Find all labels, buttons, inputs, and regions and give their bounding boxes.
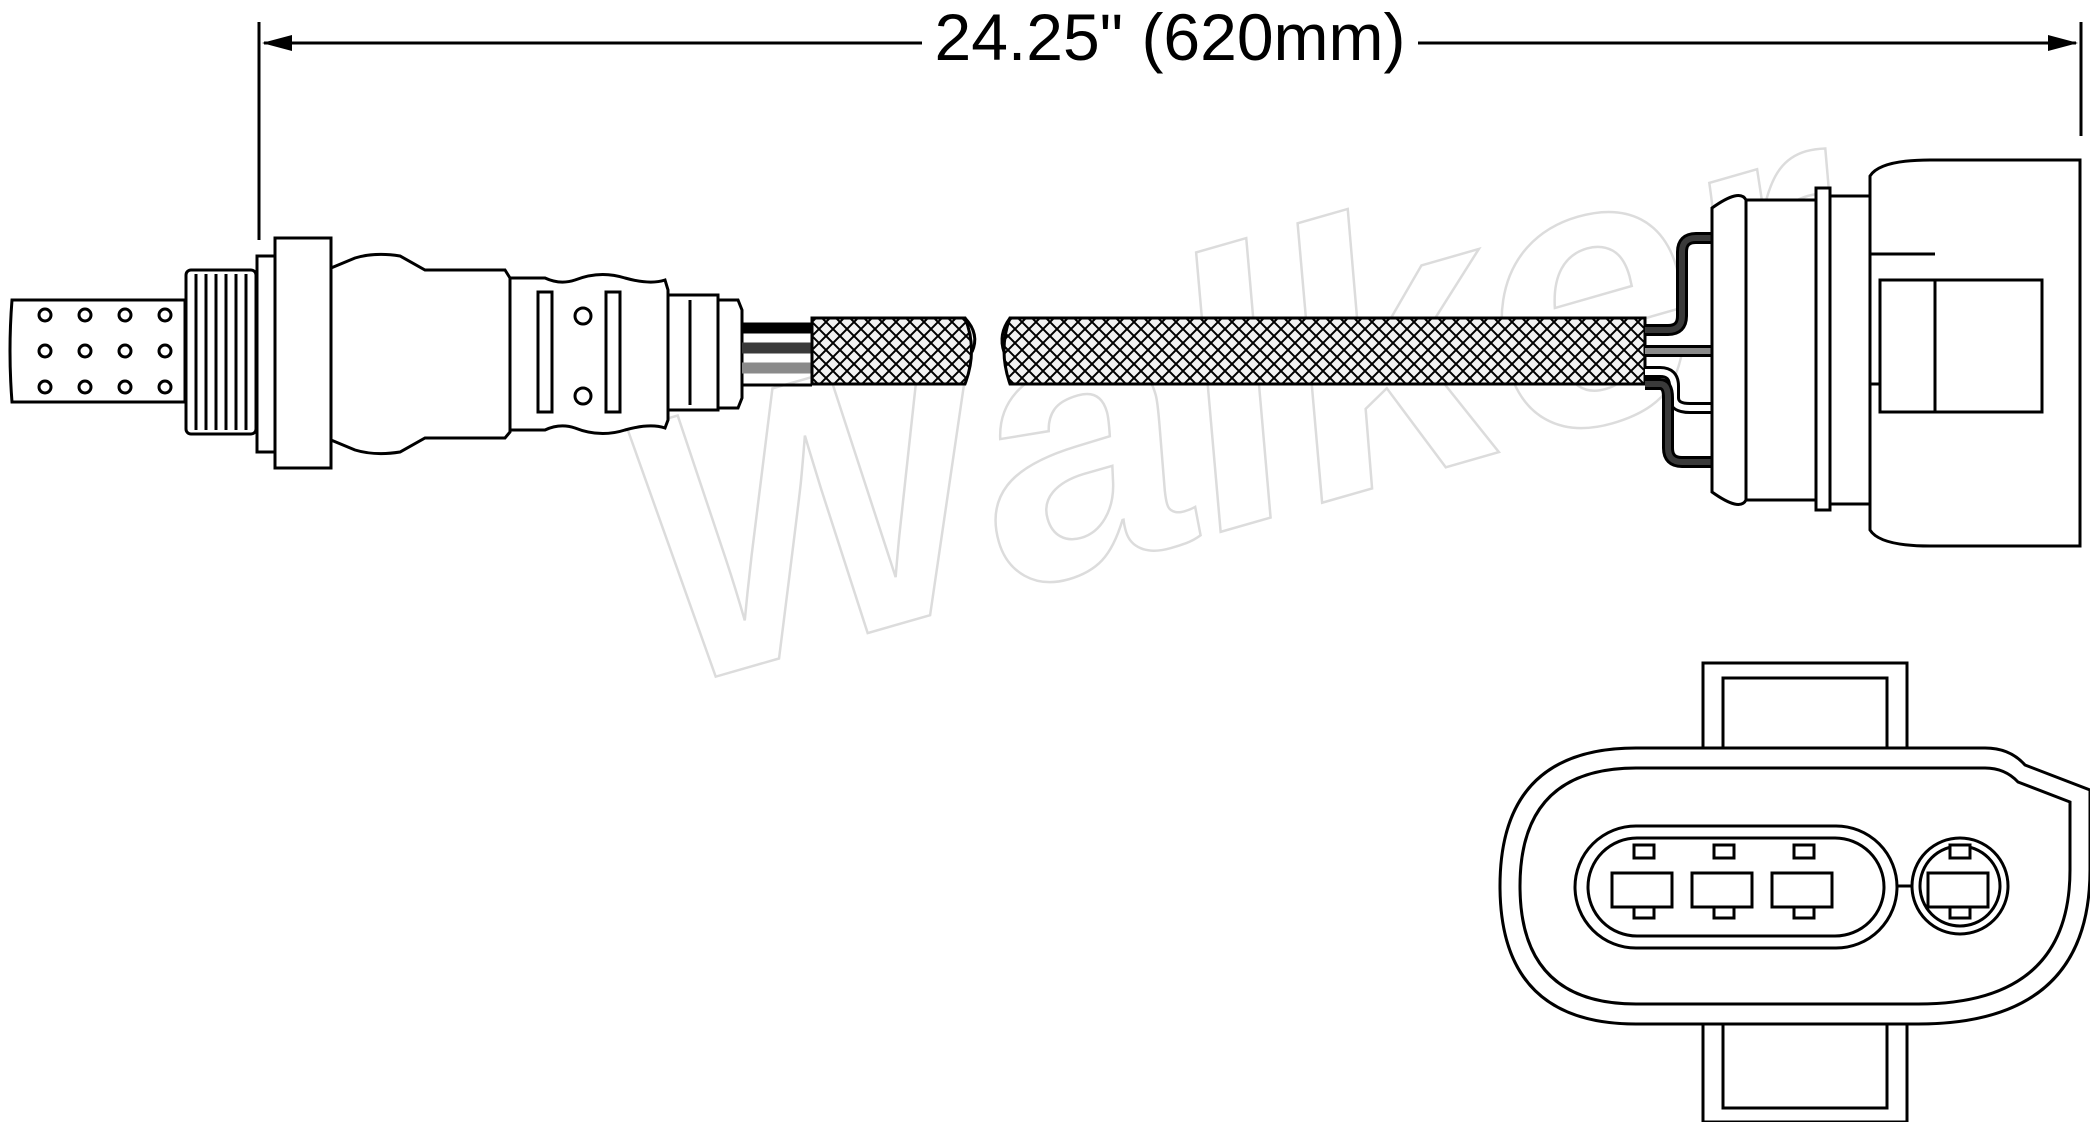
dimension-line — [257, 22, 2083, 240]
sensor-tip — [8, 298, 187, 404]
braided-cable-left — [810, 316, 977, 386]
sensor-housing — [329, 252, 512, 456]
connector-wires — [1645, 232, 1718, 468]
dimension-label: 24.25" (620mm) — [935, 0, 1406, 74]
connector-pins — [1610, 843, 1990, 920]
thread-ridges — [194, 274, 248, 430]
crimp-details — [536, 290, 692, 414]
cable-boot — [666, 293, 720, 412]
tip-holes — [37, 307, 173, 395]
braided-cable-right — [1000, 316, 1647, 386]
hex-nut — [273, 236, 333, 470]
crimp-sleeve — [508, 273, 670, 435]
sensor-wires — [742, 322, 812, 387]
connector-side-view — [1710, 158, 2082, 548]
dimension-arrow-left — [262, 35, 292, 51]
dimension-arrow-right — [2048, 35, 2078, 51]
watermark-text: Walker — [578, 12, 1904, 767]
